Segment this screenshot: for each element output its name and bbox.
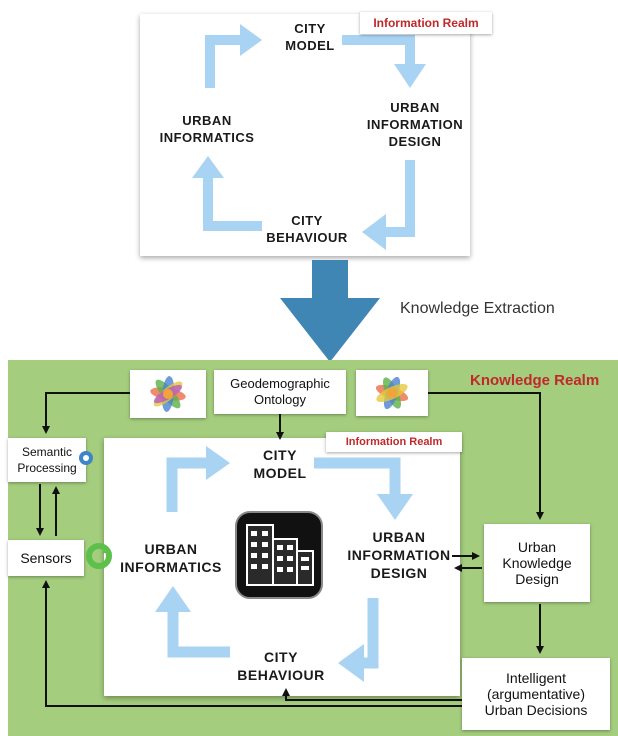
knowledge-realm-label: Knowledge Realm bbox=[470, 372, 600, 389]
bottom-city-behaviour-label: CITY BEHAVIOUR bbox=[237, 649, 325, 683]
top-urban-info-design-label: URBAN INFORMATION DESIGN bbox=[366, 100, 464, 149]
bottom-information-realm-tag: Information Realm bbox=[326, 432, 462, 452]
top-arrowhead-2 bbox=[394, 64, 426, 88]
geodemographic-ontology-box: Geodemographic Ontology bbox=[214, 370, 346, 414]
bottom-arrow-design-to-behaviour bbox=[360, 598, 379, 669]
big-down-arrow-icon bbox=[280, 260, 380, 362]
top-information-realm-tag: Information Realm bbox=[360, 12, 492, 34]
gear-icon bbox=[78, 450, 94, 466]
arrow-ontology-to-semantic bbox=[42, 392, 130, 434]
ontology-image-left bbox=[130, 370, 206, 418]
bottom-arrow-informatics-to-model bbox=[166, 457, 208, 512]
top-arrowhead-1 bbox=[240, 24, 262, 56]
top-city-behaviour-label: CITY BEHAVIOUR bbox=[266, 213, 348, 245]
bottom-arrowhead-3 bbox=[338, 644, 364, 682]
sensors-box: Sensors bbox=[8, 540, 84, 576]
top-city-model-label: CITY MODEL bbox=[285, 21, 335, 53]
building-icon bbox=[235, 511, 323, 599]
bottom-arrowhead-4 bbox=[155, 586, 191, 612]
arrow-decisions-to-sensors bbox=[42, 580, 462, 707]
bottom-city-model-label: CITY MODEL bbox=[253, 447, 307, 481]
top-urban-informatics-label: URBAN INFORMATICS bbox=[159, 113, 255, 145]
top-arrowhead-4 bbox=[192, 156, 224, 178]
urban-decisions-box: Intelligent (argumentative) Urban Decisi… bbox=[462, 658, 610, 730]
bottom-arrow-model-to-design bbox=[314, 457, 401, 495]
bottom-arrowhead-1 bbox=[206, 446, 230, 480]
bottom-arrow-behaviour-to-informatics bbox=[167, 610, 230, 658]
bottom-urban-informatics-label: URBAN INFORMATICS bbox=[120, 541, 222, 575]
top-arrow-informatics-to-model bbox=[205, 35, 242, 88]
top-arrow-model-to-design bbox=[342, 35, 415, 65]
semantic-processing-box: Semantic Processing bbox=[8, 438, 86, 482]
ontology-flower-icon bbox=[150, 376, 186, 412]
top-arrow-design-to-behaviour bbox=[382, 160, 415, 237]
bottom-urban-info-design-label: URBAN INFORMATION DESIGN bbox=[347, 529, 451, 581]
urban-knowledge-design-box: Urban Knowledge Design bbox=[484, 524, 590, 602]
arrow-decisions-to-behaviour bbox=[282, 688, 462, 701]
refresh-icon bbox=[84, 541, 114, 571]
top-arrow-behaviour-to-informatics bbox=[203, 175, 262, 231]
ontology-flower-icon bbox=[375, 376, 409, 410]
bottom-arrowhead-2 bbox=[377, 494, 413, 520]
top-arrowhead-3 bbox=[362, 214, 386, 250]
knowledge-extraction-label: Knowledge Extraction bbox=[400, 300, 555, 317]
arrow-ontology-to-knowledge bbox=[428, 392, 544, 520]
ontology-image-right bbox=[356, 370, 428, 416]
